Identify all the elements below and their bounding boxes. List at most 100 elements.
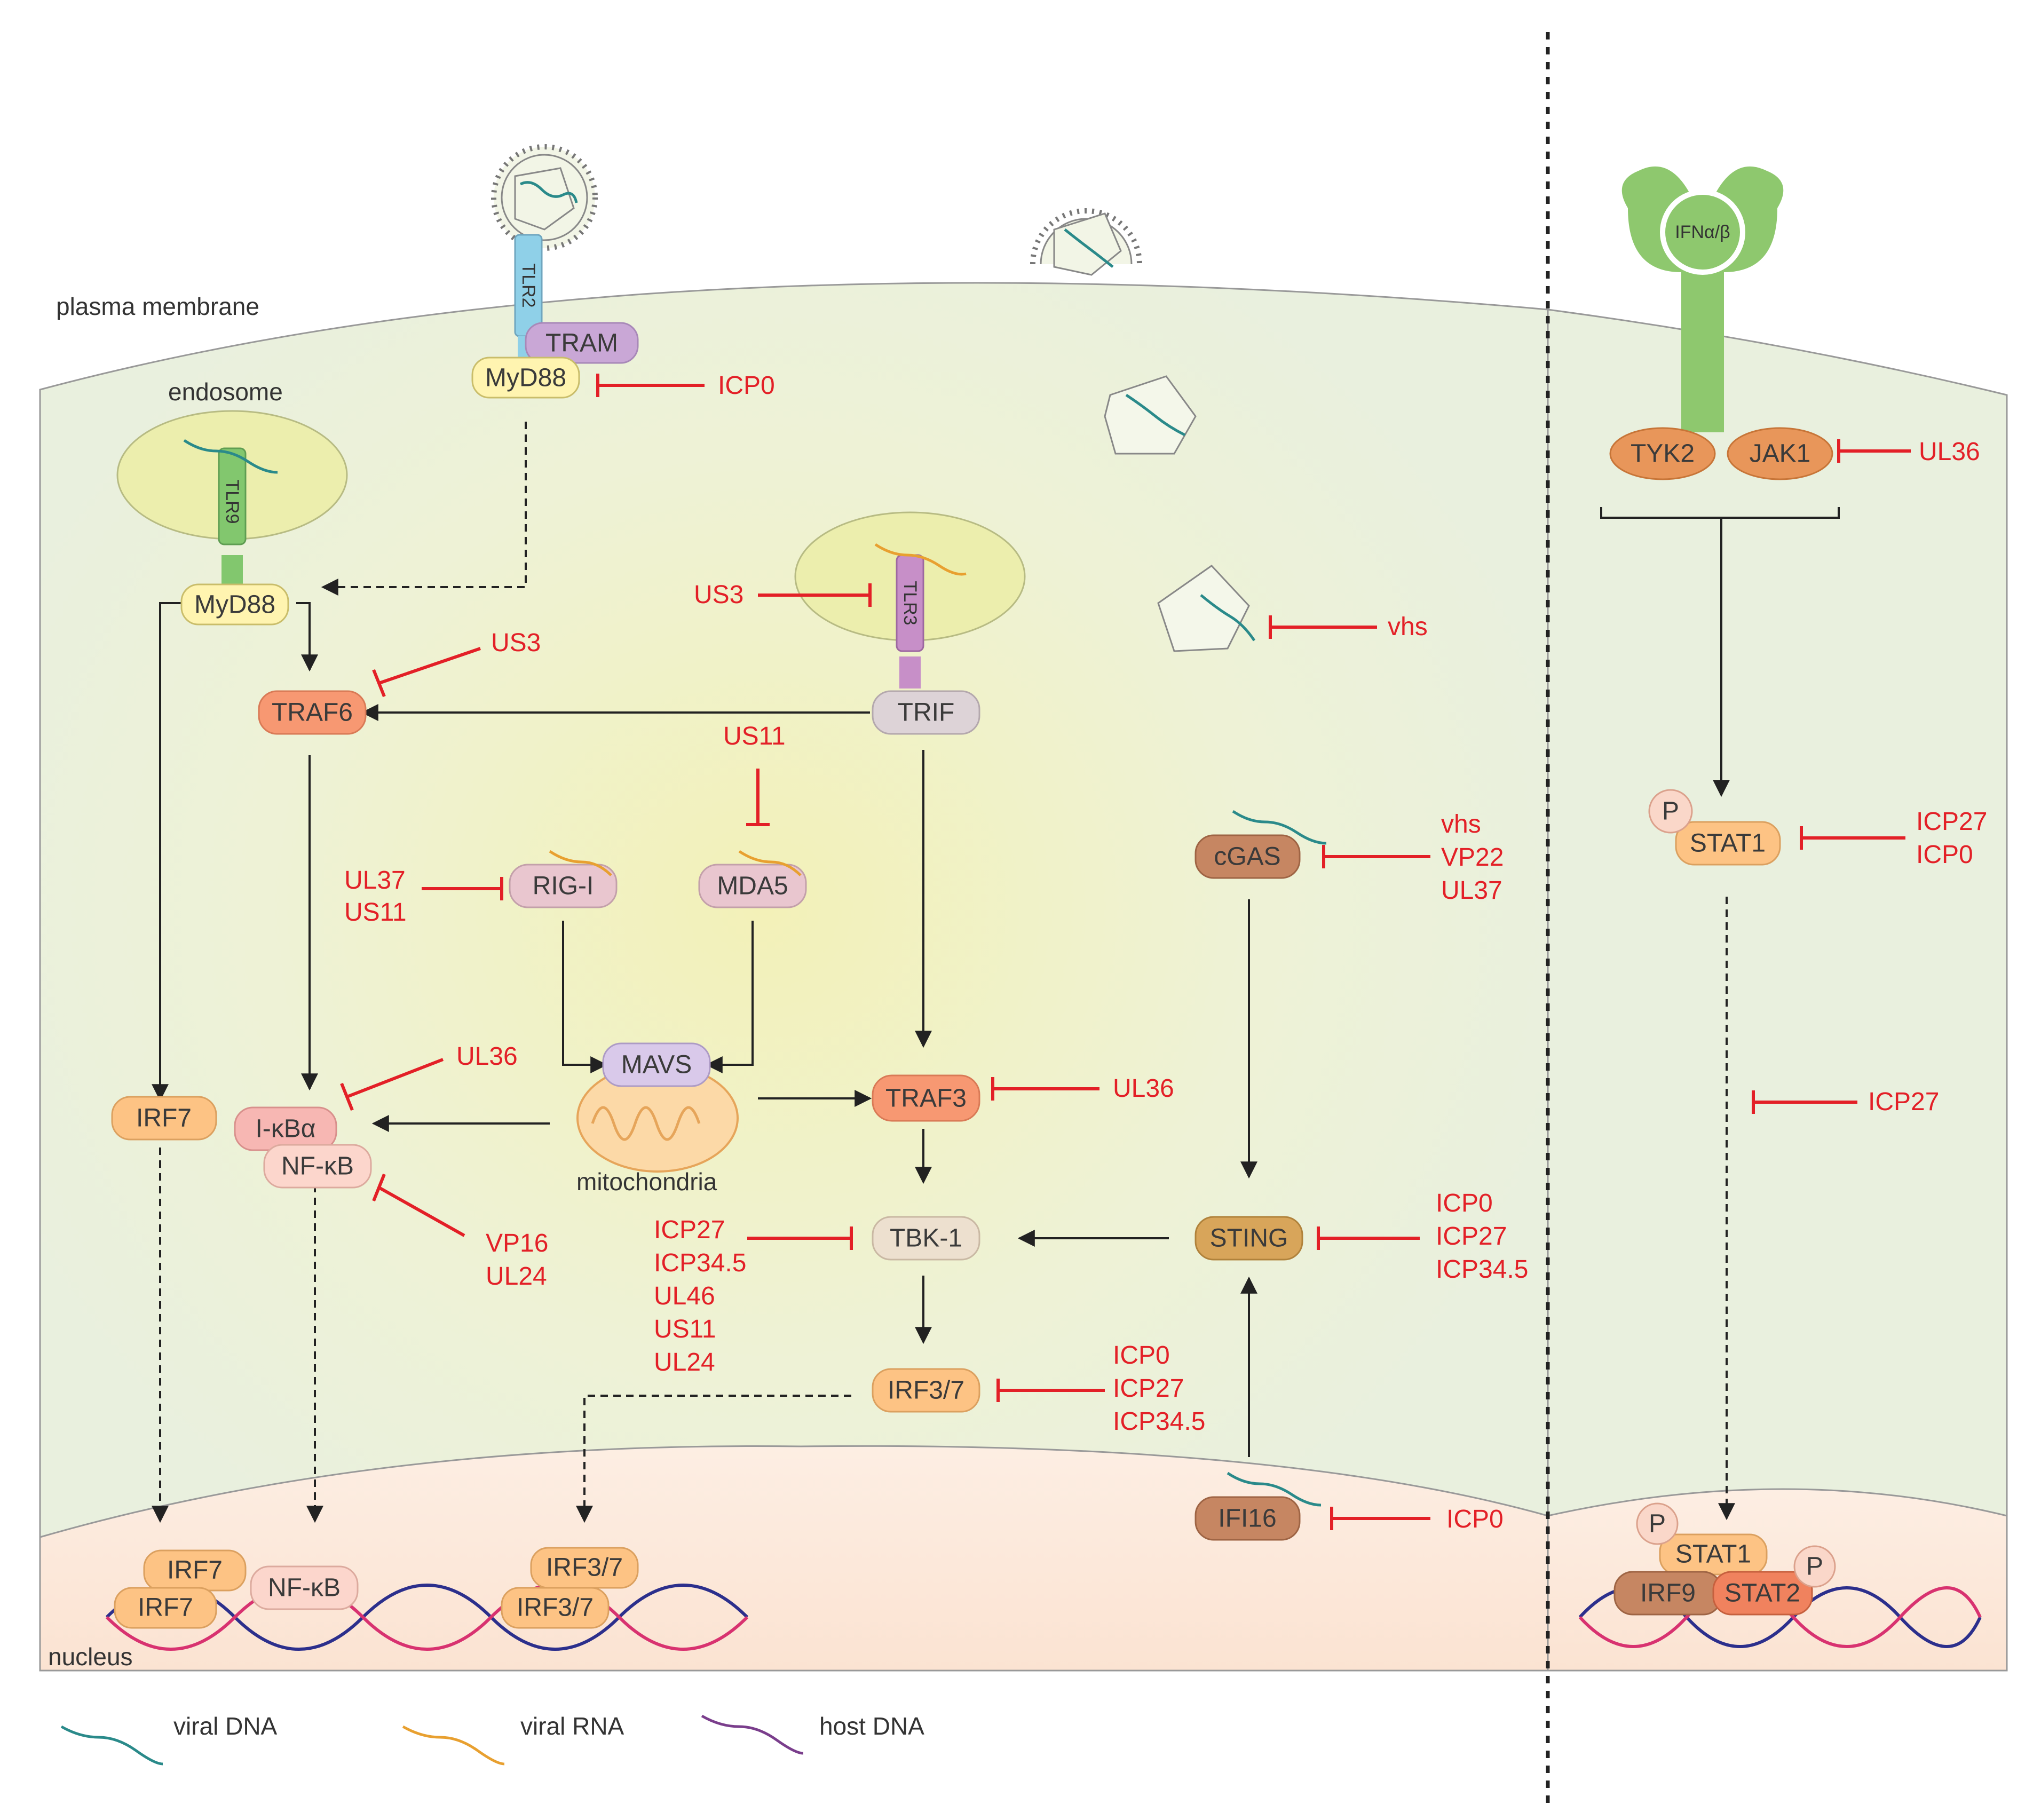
svg-text:RIG-I: RIG-I xyxy=(533,872,594,900)
virus-particle-membrane xyxy=(1030,208,1142,276)
tlr9-label: TLR9 xyxy=(222,479,242,524)
nuc-irf7-a: IRF7 xyxy=(143,1549,247,1592)
svg-text:MyD88: MyD88 xyxy=(485,364,566,392)
node-ikba: I-κBα xyxy=(234,1106,337,1151)
endosome: TLR9 xyxy=(116,410,348,587)
endosome-label: endosome xyxy=(168,378,283,406)
inhibition-lines xyxy=(340,374,1911,1530)
svg-text:TRAM: TRAM xyxy=(545,329,618,358)
inh-rigi-ul37: UL37 xyxy=(344,866,406,895)
svg-text:MDA5: MDA5 xyxy=(717,872,788,900)
inh-cgas-vp22: VP22 xyxy=(1441,843,1504,872)
svg-text:MAVS: MAVS xyxy=(621,1051,692,1079)
node-myd88-top: MyD88 xyxy=(471,357,580,399)
inh-nfkb-ul24: UL24 xyxy=(486,1262,547,1291)
legend-host-dna: host DNA xyxy=(701,1712,924,1755)
virus-particle-tlr2 xyxy=(491,144,598,251)
node-tram: TRAM xyxy=(525,322,639,364)
endosome-tlr3: TLR3 xyxy=(794,511,1026,689)
inh-nfkb-vp16: VP16 xyxy=(486,1229,548,1257)
inh-ifi16-icp0: ICP0 xyxy=(1446,1505,1504,1533)
inh-ikba-ul36: UL36 xyxy=(456,1042,518,1071)
inh-stat1-icp27: ICP27 xyxy=(1916,808,1987,836)
inh-sting-icp0: ICP0 xyxy=(1436,1189,1493,1217)
inh-traf6-us3: US3 xyxy=(491,629,541,657)
nuc-irf37-b: IRF3/7 xyxy=(501,1587,610,1629)
svg-text:NF-κB: NF-κB xyxy=(281,1152,354,1181)
inh-myd88-icp0: ICP0 xyxy=(718,371,775,400)
legend-viral-dna: viral DNA xyxy=(60,1712,278,1766)
node-rig-i: RIG-I xyxy=(509,850,618,908)
node-myd88-endosome: MyD88 xyxy=(180,583,289,626)
mitochondria xyxy=(576,1064,739,1173)
svg-text:I-κBα: I-κBα xyxy=(255,1115,315,1143)
node-irf7: IRF7 xyxy=(111,1096,217,1141)
svg-text:P: P xyxy=(1662,797,1679,826)
inh-tbk1-ul46: UL46 xyxy=(654,1282,715,1310)
inh-irf37-icp0: ICP0 xyxy=(1113,1341,1170,1370)
tlr3-label: TLR3 xyxy=(900,581,920,625)
inh-tlr3-us3: US3 xyxy=(694,581,743,609)
svg-text:IRF9: IRF9 xyxy=(1640,1579,1696,1608)
node-ifi16: IFI16 xyxy=(1194,1471,1322,1541)
tlr2-label: TLR2 xyxy=(518,263,539,307)
node-traf6: TRAF6 xyxy=(258,690,367,735)
inh-irf37-icp345: ICP34.5 xyxy=(1113,1407,1205,1436)
inh-jak1-ul36: UL36 xyxy=(1919,438,1980,466)
inh-virus-vhs: vhs xyxy=(1388,613,1428,641)
host-dna-left xyxy=(105,1584,749,1651)
inh-mda5-us11: US11 xyxy=(723,722,786,750)
svg-text:viral DNA: viral DNA xyxy=(173,1712,278,1740)
legend-viral-rna: viral RNA xyxy=(402,1712,624,1766)
svg-text:IRF3/7: IRF3/7 xyxy=(546,1554,623,1582)
node-trif: TRIF xyxy=(872,690,980,735)
inh-sting-icp27: ICP27 xyxy=(1436,1222,1507,1251)
inh-traf3-ul36: UL36 xyxy=(1113,1074,1174,1103)
node-mda5: MDA5 xyxy=(698,850,807,908)
svg-text:TYK2: TYK2 xyxy=(1631,440,1695,468)
svg-text:IRF3/7: IRF3/7 xyxy=(517,1594,594,1622)
svg-text:IRF7: IRF7 xyxy=(167,1556,223,1585)
node-irf37: IRF3/7 xyxy=(872,1368,980,1413)
node-stat1-cyto: STAT1 P xyxy=(1648,789,1781,866)
svg-text:JAK1: JAK1 xyxy=(1750,440,1811,468)
legend: viral DNA viral RNA host DNA xyxy=(60,1712,924,1766)
svg-text:IRF3/7: IRF3/7 xyxy=(888,1376,964,1405)
svg-text:TRIF: TRIF xyxy=(898,699,955,727)
svg-text:viral RNA: viral RNA xyxy=(520,1712,624,1740)
inhibitor-labels: ICP0 US3 US3 vhs US11 UL37 US11 vhs VP22… xyxy=(344,371,1987,1533)
activation-arrows xyxy=(152,422,1840,1523)
node-tyk2: TYK2 xyxy=(1609,427,1716,480)
inh-cgas-ul37: UL37 xyxy=(1441,876,1502,905)
svg-text:P: P xyxy=(1649,1510,1666,1538)
node-sting: STING xyxy=(1194,1216,1303,1261)
inh-cgas-vhs: vhs xyxy=(1441,810,1481,838)
svg-text:IFI16: IFI16 xyxy=(1218,1505,1276,1533)
virus-capsid-1 xyxy=(1104,375,1197,455)
nucleus-left xyxy=(39,1445,1549,1672)
svg-text:MyD88: MyD88 xyxy=(194,591,275,619)
svg-text:IRF7: IRF7 xyxy=(136,1104,192,1133)
mitochondria-label: mitochondria xyxy=(576,1168,717,1196)
inh-tbk1-ul24: UL24 xyxy=(654,1348,715,1376)
svg-text:STING: STING xyxy=(1210,1224,1288,1253)
nuc-irf7-b: IRF7 xyxy=(114,1587,217,1629)
svg-text:IRF7: IRF7 xyxy=(138,1594,193,1622)
node-cgas: cGAS xyxy=(1194,810,1327,879)
node-tbk1: TBK-1 xyxy=(872,1216,980,1261)
plasma-membrane-label: plasma membrane xyxy=(56,292,259,320)
svg-text:host DNA: host DNA xyxy=(819,1712,924,1740)
nucleus-label: nucleus xyxy=(48,1643,133,1671)
svg-text:TRAF3: TRAF3 xyxy=(885,1085,967,1113)
node-traf3: TRAF3 xyxy=(872,1074,980,1122)
cell-body-right xyxy=(1547,308,2008,1672)
inh-stat1-icp0: ICP0 xyxy=(1916,841,1973,869)
node-mavs: MAVS xyxy=(602,1042,711,1087)
nuc-nfkb: NF-κB xyxy=(250,1565,359,1610)
svg-text:STAT1: STAT1 xyxy=(1690,829,1766,858)
inh-rigi-us11: US11 xyxy=(344,898,407,927)
inh-tbk1-icp345: ICP34.5 xyxy=(654,1249,746,1277)
virus-capsid-2 xyxy=(1157,565,1256,652)
nuc-irf37-a: IRF3/7 xyxy=(530,1547,639,1589)
